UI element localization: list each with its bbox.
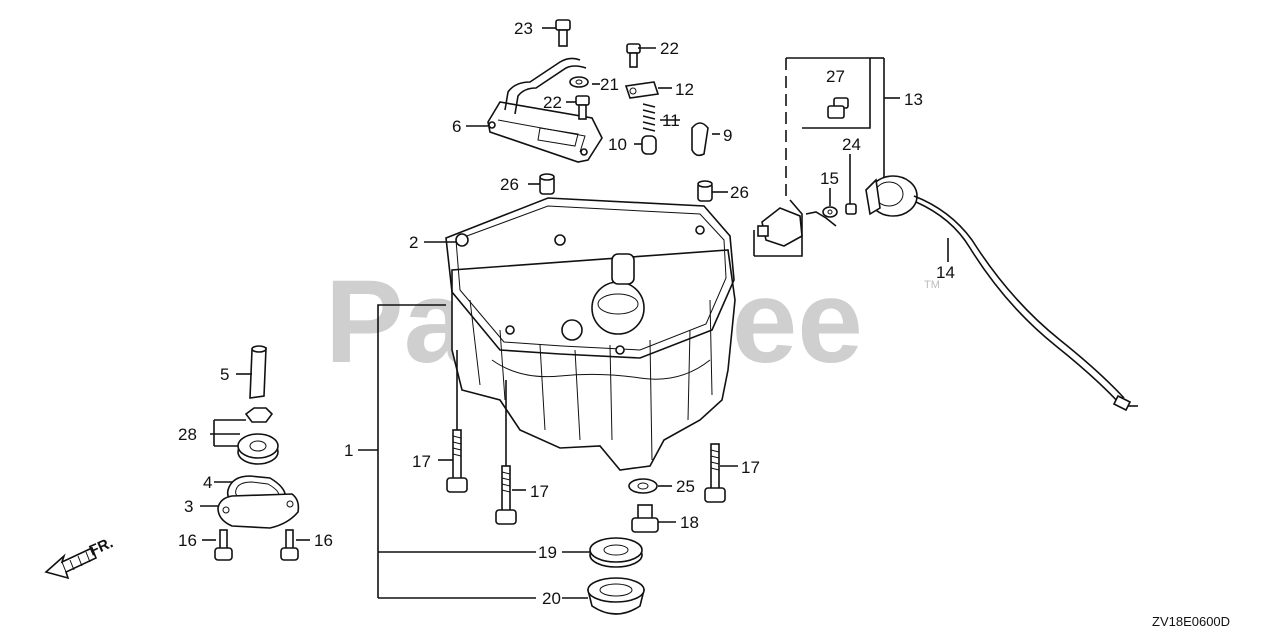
callout-13: 13 [904,90,923,109]
bolt-22-lower[interactable] [575,95,590,120]
callout-11: 11 [662,111,680,130]
oil-level-sensor[interactable] [757,207,803,247]
callout-15: 15 [820,169,839,188]
callout-6: 6 [452,117,461,136]
callout-16-left: 16 [178,531,197,550]
oil-seal-19[interactable] [589,537,643,568]
callout-21: 21 [600,75,619,94]
callout-1: 1 [344,441,353,460]
callout-2: 2 [409,233,418,252]
cover-3[interactable] [217,493,300,529]
callout-5: 5 [220,365,229,384]
callout-25: 25 [676,477,695,496]
washer-21[interactable] [569,76,589,88]
washer-25[interactable] [628,478,658,494]
breather-cover[interactable] [487,57,603,163]
watermark-trademark: TM [924,279,940,291]
bolt-17-right[interactable] [704,443,726,503]
gasket-2[interactable] [445,197,735,359]
front-direction-label: FR. [87,534,116,559]
valve-10[interactable] [641,135,657,155]
callout-28: 28 [178,425,197,444]
callout-labels: 23 21 22 22 12 11 10 9 6 26 26 2 27 13 2… [178,19,955,608]
callout-26-left: 26 [500,175,519,194]
reed-valve-9[interactable] [691,122,709,157]
callout-3: 3 [184,497,193,516]
callout-12: 12 [675,80,694,99]
front-direction-arrow-icon [44,546,98,580]
callout-9: 9 [723,126,732,145]
callout-23: 23 [514,19,533,38]
drawing-code: ZV18E0600D [1152,614,1230,629]
leader-lines [200,27,949,599]
bolt-24[interactable] [845,198,857,215]
callout-24: 24 [842,135,861,154]
oil-pipe-5[interactable] [249,345,267,399]
callout-26-right: 26 [730,183,749,202]
kit-boundary-13 [753,57,885,257]
dowel-pin-26-left[interactable] [539,173,555,195]
washer-15[interactable] [822,206,838,218]
callout-18: 18 [680,513,699,532]
callout-22-lower: 22 [543,93,562,112]
callout-17-right: 17 [741,458,760,477]
callout-14: 14 [936,263,955,282]
callout-17-center: 17 [530,482,549,501]
callout-17-left: 17 [412,452,431,471]
callout-10: 10 [608,135,627,154]
bolt-23[interactable] [555,19,571,47]
bolt-16-right[interactable] [280,529,299,561]
dowel-pin-26-right[interactable] [697,180,713,202]
seal-cap-20[interactable] [586,577,646,615]
callout-27: 27 [826,67,845,86]
bolt-16-left[interactable] [214,529,233,561]
callout-16-right: 16 [314,531,333,550]
oil-alert-unit[interactable] [865,175,918,217]
callout-20: 20 [542,589,561,608]
oil-pan-1[interactable] [451,249,736,471]
callout-19: 19 [538,543,557,562]
drain-plug-18[interactable] [631,504,659,533]
screw-27[interactable] [827,97,849,119]
nut-28[interactable] [244,407,274,423]
gear-28[interactable] [237,433,279,465]
callout-22-upper: 22 [660,39,679,58]
spring-11[interactable] [642,103,656,132]
bolt-17-center[interactable] [495,465,517,525]
bolt-17-left[interactable] [446,429,468,493]
wire-harness-14[interactable] [805,195,1138,412]
plate-12[interactable] [624,81,660,99]
callout-4: 4 [203,473,212,492]
